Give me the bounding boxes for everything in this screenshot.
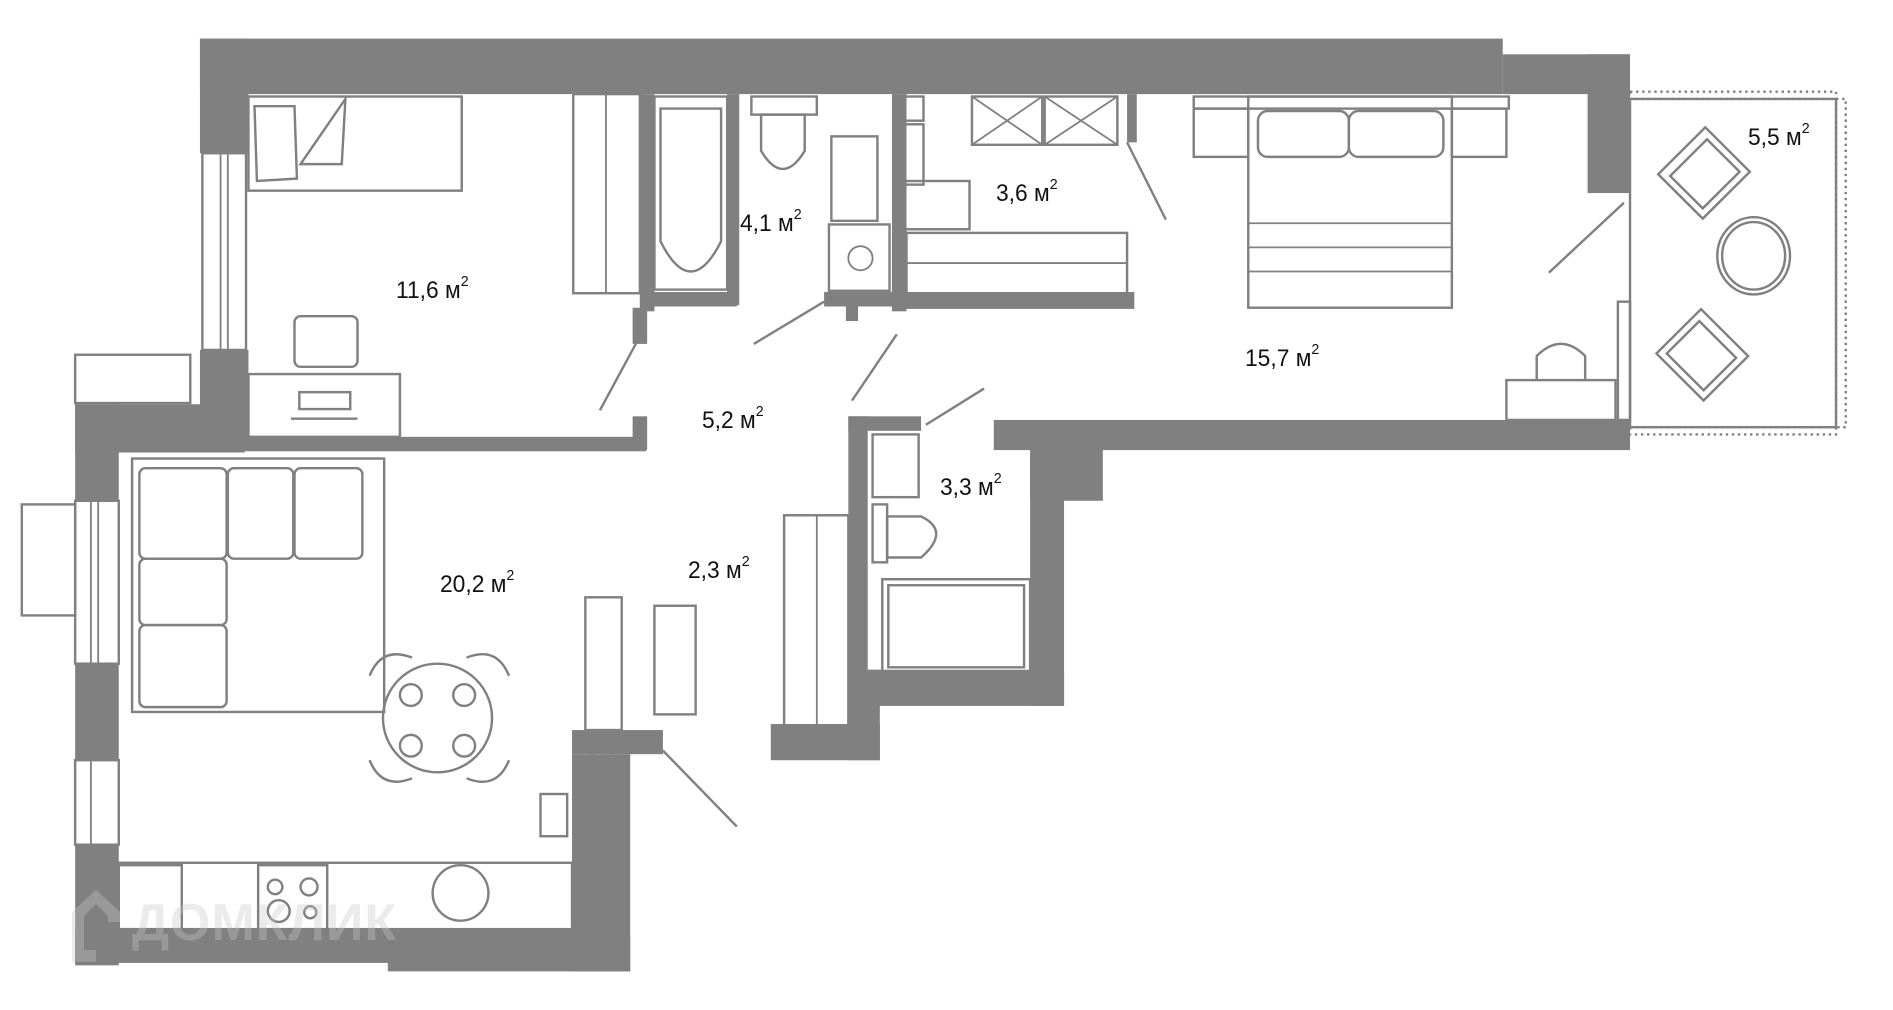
- bathroom-1-fixtures: [653, 95, 971, 293]
- walls: [75, 38, 1631, 972]
- living-kitchen-furniture: [117, 457, 697, 971]
- area-label-entry: 2,3 м2: [688, 553, 750, 584]
- balcony-rug: [1628, 90, 1847, 436]
- area-label-bathroom-1: 4,1 м2: [740, 206, 802, 237]
- dressing-room-fixtures: [905, 95, 1129, 295]
- master-bedroom-furniture: [1192, 95, 1617, 422]
- doors: [598, 141, 1625, 828]
- area-label-bedroom-small: 11,6 м2: [396, 273, 469, 304]
- watermark-text: ДОМКЛИК: [132, 894, 398, 952]
- area-label-living-kitchen: 20,2 м2: [440, 567, 515, 598]
- house-logo-icon: [72, 890, 120, 962]
- windows: [20, 152, 1632, 846]
- watermark: ДОМКЛИК: [66, 882, 397, 964]
- area-label-bathroom-2: 3,3 м2: [940, 470, 1002, 501]
- area-label-dressing-room: 3,6 м2: [996, 176, 1058, 207]
- small-bedroom-furniture: [247, 92, 642, 439]
- area-label-balcony: 5,5 м2: [1748, 120, 1810, 151]
- area-label-hallway: 5,2 м2: [702, 403, 764, 434]
- area-label-bedroom-main: 15,7 м2: [1245, 341, 1320, 372]
- bathroom-2-fixtures: [782, 433, 1096, 728]
